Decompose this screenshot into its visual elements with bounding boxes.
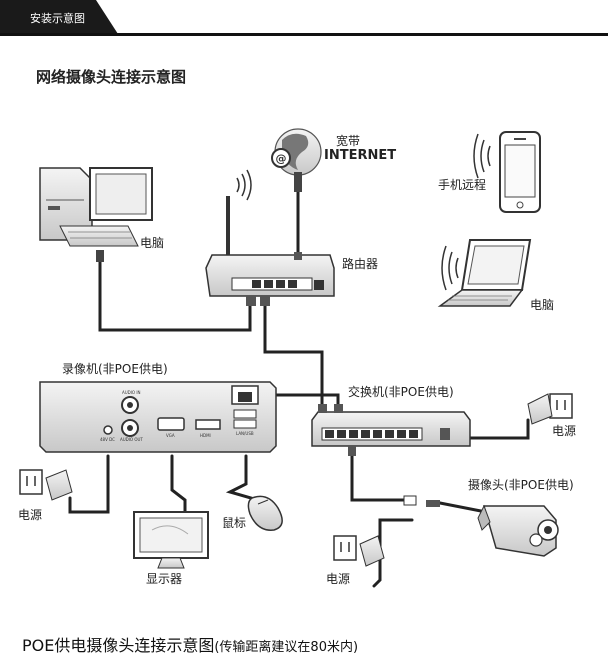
poe-note: (传输距离建议在80米内) [214,640,359,655]
cable-nvr-switch [268,393,340,410]
header-divider [0,33,608,36]
poe-title: POE供电摄像头连接示意图 [22,636,215,655]
internet-label: INTERNET [324,148,397,163]
port-lan-usb: LAN/USB [236,431,254,436]
camera-power-label: 电源 [326,572,351,586]
cable-camera-pigtail [438,501,488,514]
cable-mouse [225,454,260,502]
monitor-label: 显示器 [146,572,183,586]
cable-nvr-power [68,454,110,514]
port-audio-in: AUDIO IN [122,390,141,395]
mouse-icon [247,495,283,531]
network-switch-icon [311,404,471,456]
header-tab [0,0,118,34]
section-title-poe: POE供电摄像头连接示意图(传输距离建议在80米内) [22,632,358,656]
port-power: 48V DC [100,437,115,442]
header-tab-label: 安装示意图 [30,12,85,25]
computer-label: 电脑 [140,236,165,250]
cable-desktop-router [98,260,252,332]
laptop-label: 电脑 [530,298,555,312]
switch-power-label: 电源 [552,424,577,438]
smartphone-icon [473,131,541,213]
power-adapter-icon [527,393,573,425]
switch-label: 交换机(非POE供电) [348,385,454,399]
router-icon [205,196,335,306]
power-adapter-icon [333,535,385,567]
mouse-label: 鼠标 [222,516,247,530]
internet-globe-icon: @ [271,128,322,192]
nvr-power-label: 电源 [18,508,43,522]
cable-router-switch [263,303,324,410]
power-adapter-icon [19,469,73,501]
mobile-remote-label: 手机远程 [438,178,487,192]
port-audio-out: AUDIO OUT [120,437,143,442]
camera-label: 摄像头(非POE供电) [468,478,574,492]
router-label: 路由器 [342,257,379,271]
section-title-network: 网络摄像头连接示意图 [36,68,187,86]
laptop-icon [437,239,532,307]
monitor-icon [133,511,209,569]
cable-switch-camera [350,450,410,502]
page-header: 安装示意图 [0,0,608,36]
svg-text:@: @ [276,152,287,165]
nvr-label: 录像机(非POE供电) [62,362,168,376]
port-vga: VGA [166,433,175,438]
desktop-computer-icon [39,167,153,262]
nvr-recorder-icon [39,381,277,453]
port-hdmi: HDMI [200,433,211,438]
cable-switch-power [466,418,530,440]
broadband-label: 宽带 [336,134,361,148]
wifi-signal-icon [236,169,252,201]
cable-vga-monitor [170,454,187,514]
bullet-camera-icon [403,495,559,557]
